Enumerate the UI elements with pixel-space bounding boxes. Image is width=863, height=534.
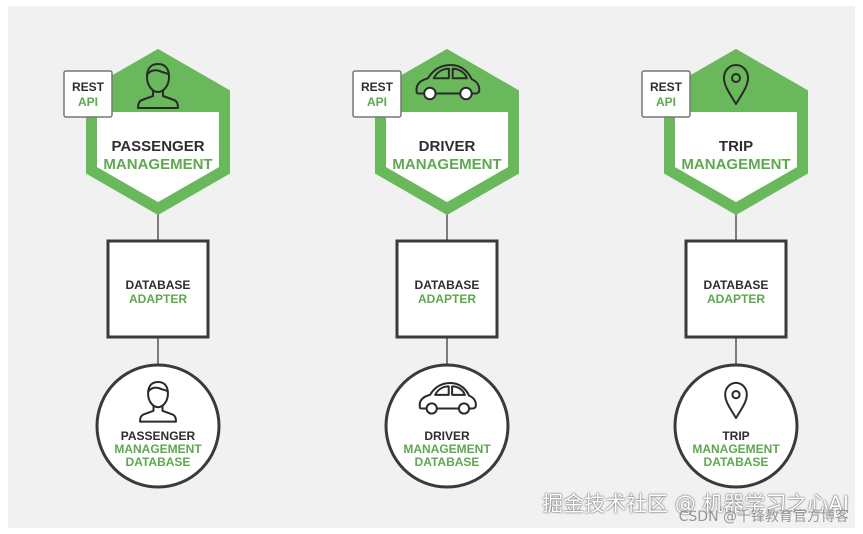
- database-circle: [384, 363, 510, 489]
- adapter-sublabel: ADAPTER: [707, 292, 765, 306]
- badge-box: [352, 70, 402, 118]
- badge-rest-label: REST: [361, 80, 394, 94]
- service-name: DRIVER: [419, 138, 476, 155]
- badge-box: [641, 70, 691, 118]
- watermark-secondary-text: CSDN @千锋教育官方博客: [678, 509, 849, 525]
- person-head: [146, 63, 170, 93]
- car-wheel-rear: [457, 402, 471, 415]
- car-icon: [418, 381, 477, 415]
- person-hair: [147, 386, 169, 393]
- person-body: [137, 90, 179, 109]
- badge-api-label: API: [656, 95, 676, 109]
- car-wheel-front: [423, 86, 437, 101]
- database-subtitle: MANAGEMENT: [114, 442, 202, 456]
- person-hair: [146, 69, 170, 76]
- car-window-rear: [451, 67, 468, 80]
- map-pin-icon: [723, 64, 749, 105]
- adapter-rect: [395, 239, 499, 339]
- database-label: DATABASE: [415, 455, 480, 469]
- badge-box: [63, 70, 113, 118]
- badge-api-label: API: [367, 95, 387, 109]
- service-subtitle: MANAGEMENT: [103, 156, 212, 173]
- car-window-front: [434, 385, 450, 396]
- adapter-label: DATABASE: [126, 278, 191, 292]
- adapter-label: DATABASE: [704, 278, 769, 292]
- service-hexagon-band: [664, 49, 808, 112]
- badge-rest-label: REST: [72, 80, 105, 94]
- pin-outline: [724, 381, 748, 419]
- database-label: DATABASE: [704, 455, 769, 469]
- badge-rest-label: REST: [650, 80, 683, 94]
- database-name: PASSENGER: [121, 429, 196, 443]
- person-icon: [137, 63, 179, 109]
- car-wheel-rear: [459, 86, 473, 101]
- database-label: DATABASE: [126, 455, 191, 469]
- pin-outline: [723, 64, 749, 105]
- database-name: DRIVER: [424, 429, 470, 443]
- car-window-front: [432, 67, 450, 80]
- adapter-rect: [106, 239, 210, 339]
- map-pin-icon: [724, 381, 748, 419]
- service-hexagon-body: [675, 112, 797, 202]
- service-column-passenger: PASSENGERMANAGEMENTRESTAPIDATABASEADAPTE…: [63, 49, 230, 489]
- adapter-rect: [684, 239, 788, 339]
- person-head: [147, 381, 169, 409]
- database-subtitle: MANAGEMENT: [692, 442, 780, 456]
- service-hexagon-band: [375, 49, 519, 112]
- service-hexagon-band: [86, 49, 230, 112]
- service-subtitle: MANAGEMENT: [681, 156, 790, 173]
- service-column-driver: DRIVERMANAGEMENTRESTAPIDATABASEADAPTERDR…: [352, 49, 519, 489]
- service-hexagon-body: [386, 112, 508, 202]
- adapter-sublabel: ADAPTER: [418, 292, 476, 306]
- car-window-rear: [451, 385, 466, 396]
- adapter-sublabel: ADAPTER: [129, 292, 187, 306]
- service-name: PASSENGER: [111, 138, 204, 155]
- service-column-trip: TRIPMANAGEMENTRESTAPIDATABASEADAPTERTRIP…: [641, 49, 808, 489]
- badge-api-label: API: [78, 95, 98, 109]
- database-subtitle: MANAGEMENT: [403, 442, 491, 456]
- pin-dot: [731, 390, 741, 400]
- watermark-text: 掘金技术社区 @ 机器学习之心AI: [542, 492, 849, 516]
- pin-dot: [731, 73, 741, 83]
- database-circle: [673, 363, 799, 489]
- database-name: TRIP: [722, 429, 749, 443]
- service-hexagon-body: [97, 112, 219, 202]
- car-wheel-front: [425, 402, 438, 415]
- service-name: TRIP: [719, 138, 753, 155]
- adapter-label: DATABASE: [415, 278, 480, 292]
- service-subtitle: MANAGEMENT: [392, 156, 501, 173]
- person-body: [139, 405, 177, 423]
- database-circle: [95, 363, 221, 489]
- person-icon: [139, 381, 177, 423]
- car-icon: [415, 64, 481, 101]
